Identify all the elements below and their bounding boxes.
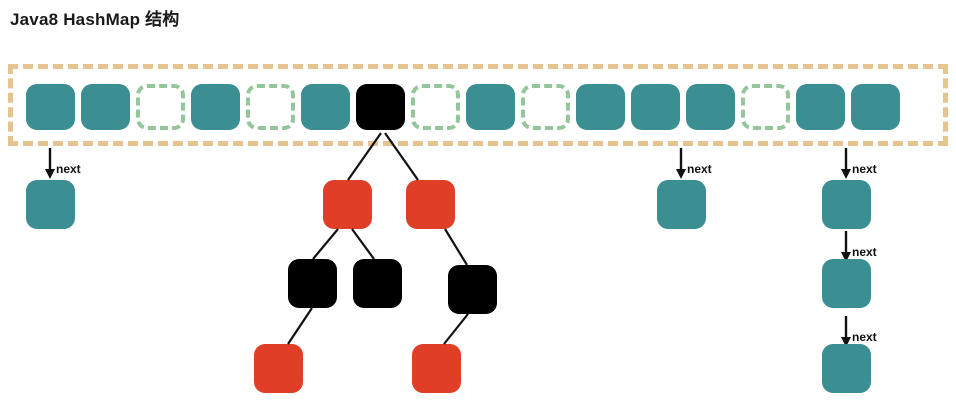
chain-node-c14n1[interactable] [822,259,871,308]
chain-bucket-11-next-0-label: next [687,162,712,176]
chain-bucket-11-next-0-arrow-icon [673,148,719,179]
tree-node-t-red-b2[interactable] [412,344,461,393]
tree-node-t-red-b1[interactable] [254,344,303,393]
bucket-cell-8[interactable] [466,84,515,130]
tree-link-3 [351,228,375,260]
chain-node-c14n2[interactable] [822,344,871,393]
bucket-cell-1[interactable] [81,84,130,130]
chain-bucket-14-next-2-arrow-icon [838,316,884,347]
tree-node-t-black-2[interactable] [353,259,402,308]
chain-bucket-14-next-1-arrow-icon [838,231,884,262]
bucket-cell-2[interactable] [136,84,185,130]
chain-node-c0n0[interactable] [26,180,75,229]
chain-bucket-0-next-0-label: next [56,162,81,176]
tree-node-t-black-1[interactable] [288,259,337,308]
bucket-cell-6[interactable] [356,84,405,130]
tree-link-5 [287,307,313,345]
bucket-cell-12[interactable] [686,84,735,130]
bucket-cell-13[interactable] [741,84,790,130]
bucket-cell-5[interactable] [301,84,350,130]
bucket-cell-10[interactable] [576,84,625,130]
bucket-array-frame [8,64,948,146]
tree-node-t-red-l[interactable] [323,180,372,229]
chain-bucket-14-next-0-arrow-icon [838,148,884,179]
tree-node-t-red-r[interactable] [406,180,455,229]
page-title: Java8 HashMap 结构 [10,10,180,29]
bucket-cell-0[interactable] [26,84,75,130]
chain-bucket-14-next-2-label: next [852,330,877,344]
chain-node-c14n0[interactable] [822,180,871,229]
bucket-cell-3[interactable] [191,84,240,130]
chain-bucket-14-next-0-label: next [852,162,877,176]
tree-link-2 [312,228,339,260]
tree-link-4 [444,228,468,266]
tree-node-t-black-3[interactable] [448,265,497,314]
bucket-cell-15[interactable] [851,84,900,130]
bucket-cell-11[interactable] [631,84,680,130]
bucket-cell-9[interactable] [521,84,570,130]
bucket-cell-14[interactable] [796,84,845,130]
chain-bucket-0-next-0-arrow-icon [42,148,88,179]
chain-bucket-14-next-1-label: next [852,245,877,259]
bucket-cell-7[interactable] [411,84,460,130]
tree-link-6 [443,313,469,345]
bucket-cell-4[interactable] [246,84,295,130]
chain-node-c11n0[interactable] [657,180,706,229]
